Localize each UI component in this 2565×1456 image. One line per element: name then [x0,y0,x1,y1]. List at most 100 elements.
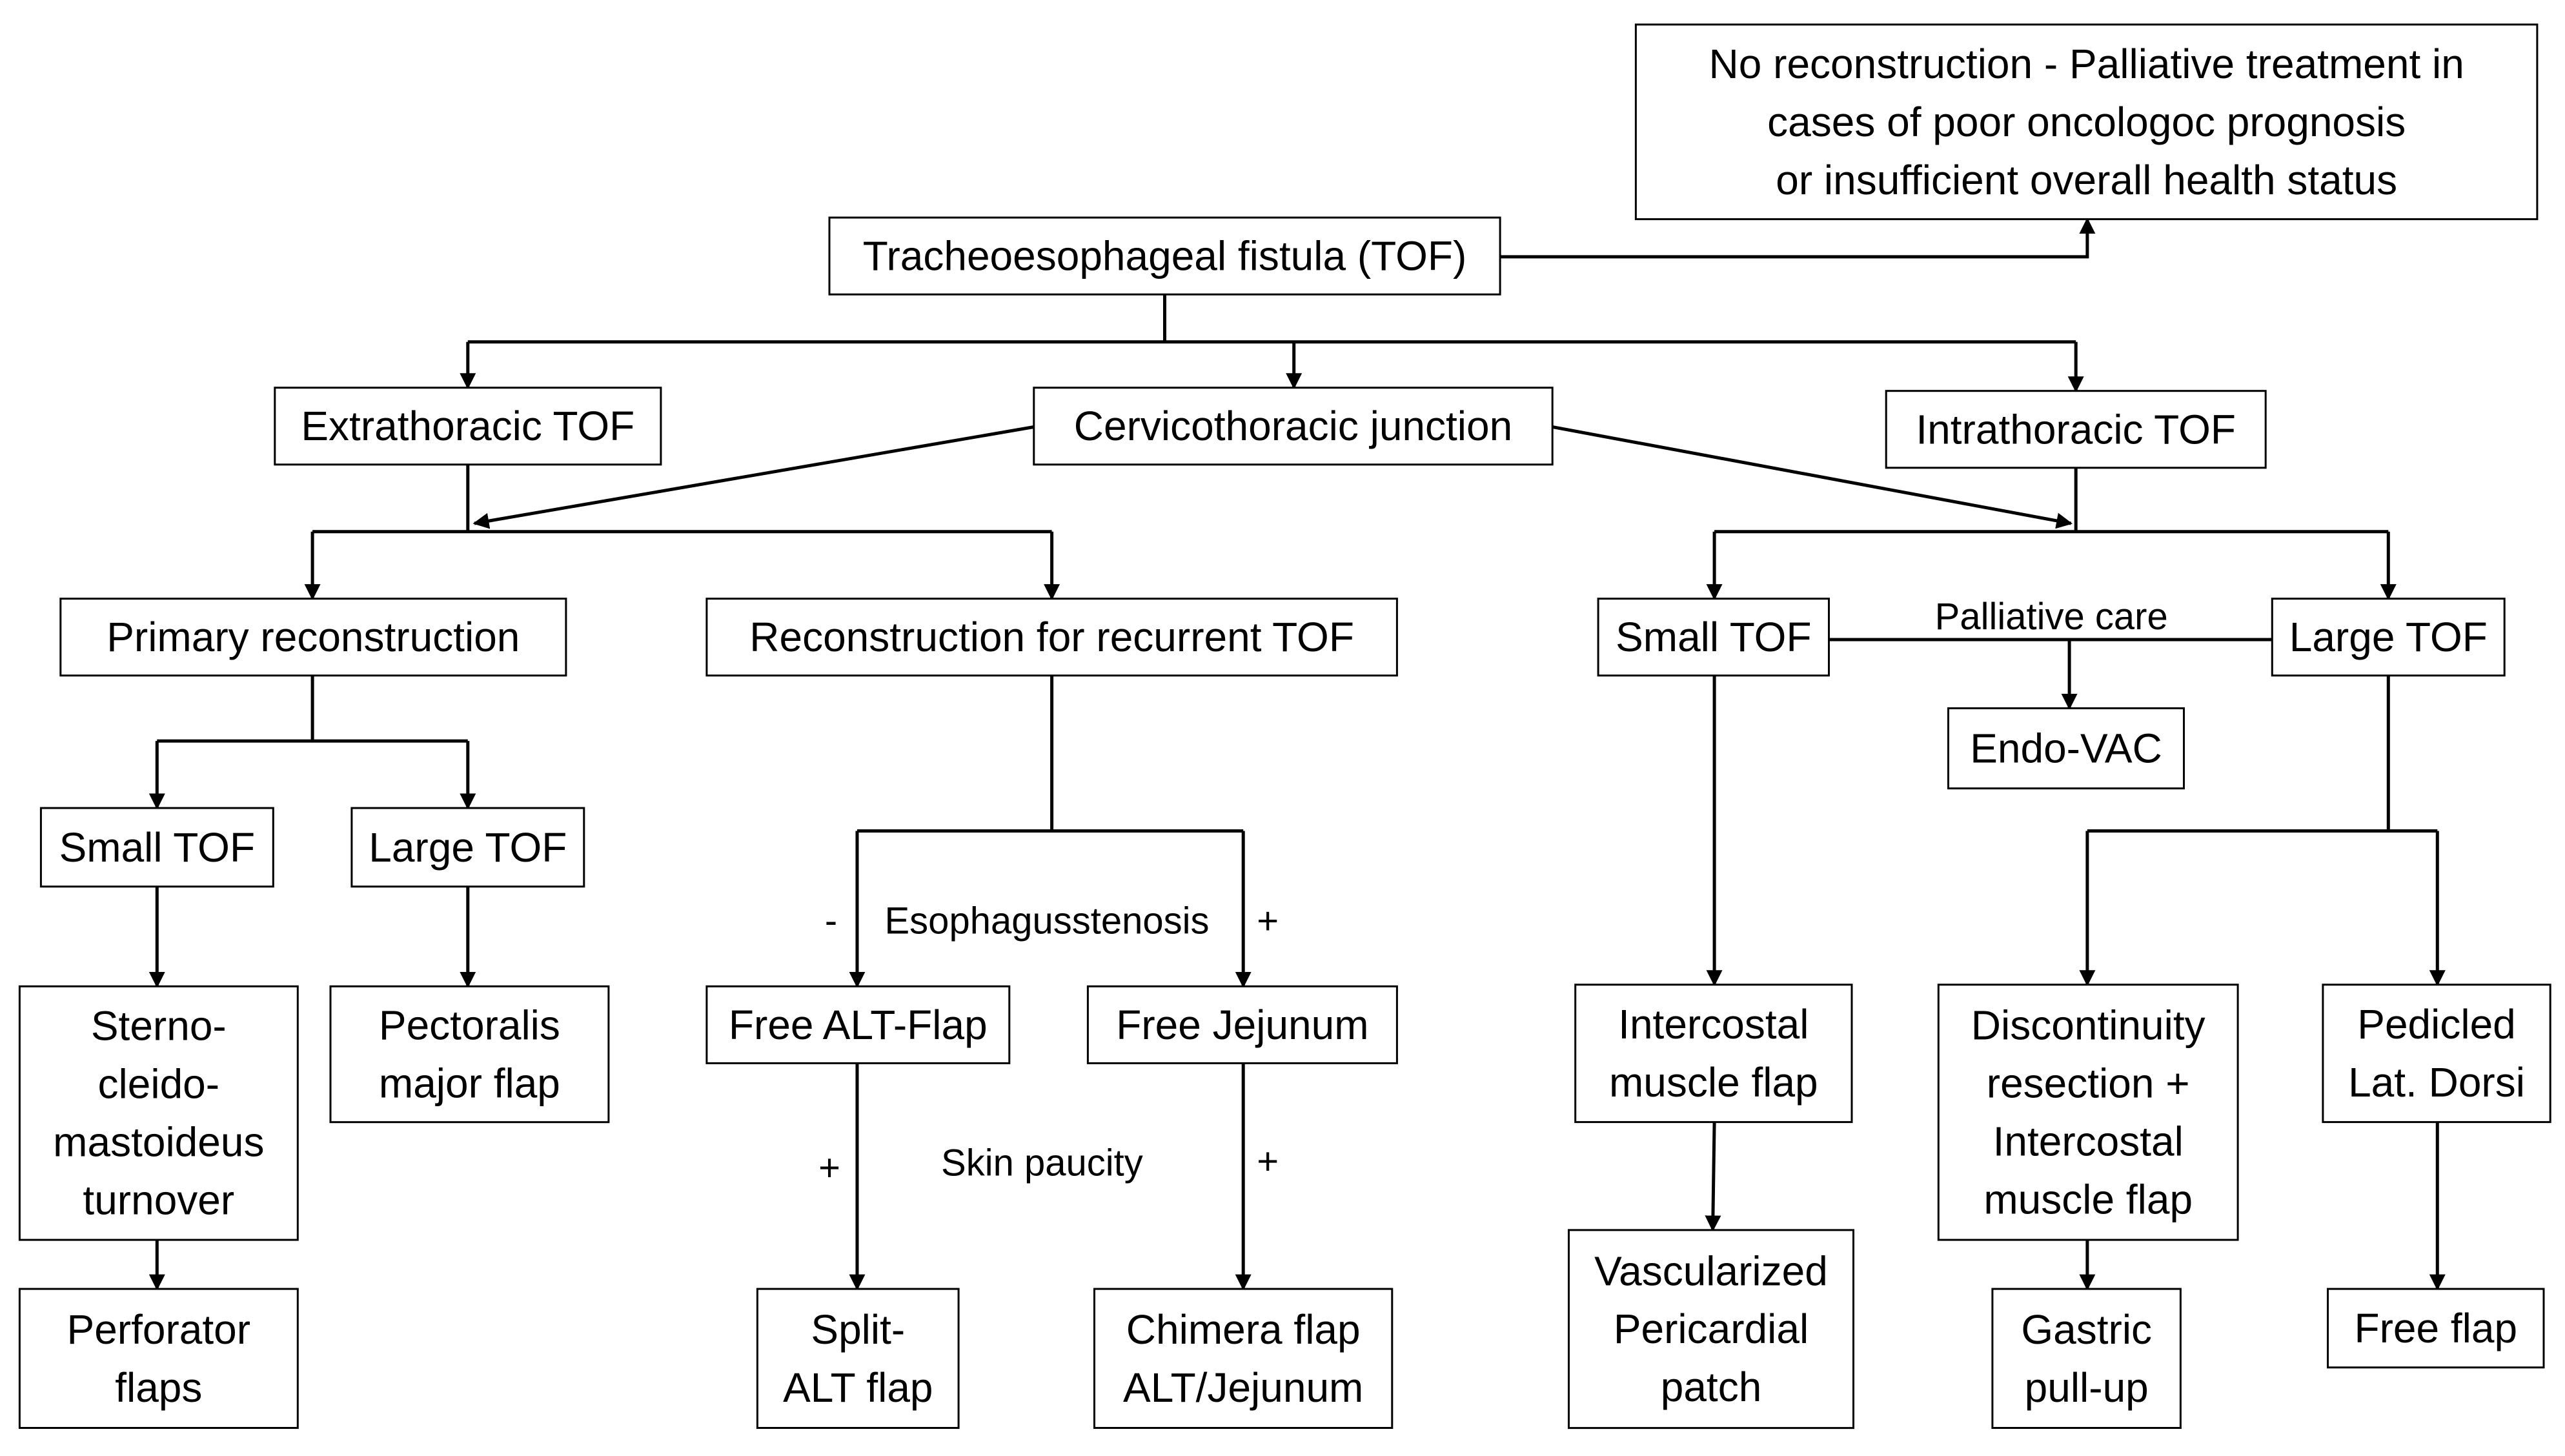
node-box [828,216,1501,296]
node-box [274,387,662,466]
node-text-line: Large TOF [2289,614,2488,660]
node-scm-turnover: Sterno-cleido-mastoideus turnover [18,985,299,1241]
node-free-jejunum: Free Jejunum [1086,985,1398,1064]
node-text-line: Cervicothoracic junction [1074,403,1512,449]
node-box [705,985,1011,1064]
node-text-line: mastoideus [53,1119,264,1166]
node-large-tof-right: Large TOF [2271,598,2506,677]
node-cervicothoracic: Cervicothoracic junction [1033,387,1554,466]
node-text-line: flaps [115,1364,202,1411]
node-pectoralis: Pectoralis major flap [329,985,610,1124]
node-text-line: Chimera flap [1126,1306,1361,1353]
arrow-connector [1705,1122,1721,1232]
node-text-line: Extrathoracic TOF [301,403,634,449]
node-box [2327,1288,2545,1369]
node-free-flap: Free flap [2327,1288,2545,1369]
edge-label-plus-alt: + [818,1147,840,1189]
node-text-line: Free Jejunum [1116,1002,1368,1048]
node-text-line: No reconstruction - Palliative treatment… [1709,41,2464,87]
edge-label-skin-paucity: Skin paucity [941,1142,1143,1184]
node-text-line: Small TOF [1616,614,1811,660]
node-text-line: cases of poor oncologoc prognosis [1767,99,2406,145]
node-box [1033,387,1554,466]
node-text-line: Primary reconstruction [106,614,520,660]
node-no-reconstruction: No reconstruction - Palliative treatment… [1634,23,2539,221]
node-box [705,598,1398,677]
node-free-alt: Free ALT-Flap [705,985,1011,1064]
node-primary-reconstruction: Primary reconstruction [59,598,567,677]
node-text-line: Tracheoesophageal fistula (TOF) [863,233,1467,279]
node-endo-vac: Endo-VAC [1947,707,2185,790]
node-text-line: Reconstruction for recurrent TOF [749,614,1354,660]
node-text-line: Pedicled [2357,1001,2516,1047]
node-gastric: Gastric pull-up [1991,1288,2182,1429]
connector-lines [148,217,2446,1291]
node-box [350,807,585,888]
edge-label-palliative-care: Palliative care [1935,596,2168,638]
node-box [1574,984,1853,1124]
node-text-line: pull-up [2025,1364,2149,1411]
node-box [39,807,274,888]
node-text-line: turnover [83,1177,234,1224]
arrow-connector [1552,425,2073,529]
node-text-line: Pectoralis [379,1002,560,1049]
node-box [1634,23,2539,221]
node-text-line: Free flap [2355,1305,2518,1351]
arrow-connector [472,425,1035,529]
node-intrathoracic: Intrathoracic TOF [1885,390,2267,469]
node-box [329,985,610,1124]
node-box [2322,984,2551,1124]
node-text-line: Intercostal [1993,1118,2184,1164]
node-tof: Tracheoesophageal fistula (TOF) [828,216,1501,296]
edge-label-esophagus-stenosis: Esophagusstenosis [885,900,1210,942]
node-box [1597,598,1830,677]
node-text-line: ALT/Jejunum [1123,1364,1363,1411]
node-box [756,1288,960,1429]
node-box [1991,1288,2182,1429]
node-text-line: Pericardial [1614,1306,1809,1352]
node-box [1093,1288,1394,1429]
node-large-tof-left: Large TOF [350,807,585,888]
node-recurrent-reconstruction: Reconstruction for recurrent TOF [705,598,1398,677]
node-text-line: Endo-VAC [1970,725,2162,772]
node-text-line: Small TOF [59,824,255,871]
node-split-alt: Split- ALT flap [756,1288,960,1429]
node-text-line: Split- [811,1306,905,1353]
node-text-line: cleido- [98,1061,220,1107]
node-small-tof-left: Small TOF [39,807,274,888]
node-small-tof-right: Small TOF [1597,598,1830,677]
node-box [18,985,299,1241]
node-extrathoracic: Extrathoracic TOF [274,387,662,466]
node-text-line: ALT flap [783,1364,933,1411]
arrow-connector [1500,217,2096,259]
node-text-line: major flap [379,1060,560,1106]
node-perforator: Perforator flaps [18,1288,299,1429]
node-box [1947,707,2185,790]
node-text-line: Intercostal [1618,1001,1809,1047]
node-box [1568,1229,1854,1430]
node-text-line: Perforator [67,1306,251,1353]
node-text-line: Lat. Dorsi [2348,1059,2525,1106]
edge-label-plus-jejunum: + [1257,1140,1279,1182]
diagram-boxes: No reconstruction - Palliative treatment… [18,23,2551,1430]
node-text-line: Gastric [2021,1306,2152,1353]
node-box [1885,390,2267,469]
node-text-line: Intrathoracic TOF [1916,406,2236,452]
node-text-line: patch [1661,1364,1762,1410]
node-text-line: Vascularized [1594,1248,1828,1294]
node-box [59,598,567,677]
node-box [2271,598,2506,677]
node-box [18,1288,299,1429]
node-text-line: Sterno- [91,1003,227,1049]
node-text-line: resection + [1987,1060,2190,1106]
node-box [1937,984,2239,1241]
node-text-line: Discontinuity [1971,1002,2205,1049]
node-text-line: Large TOF [369,824,567,871]
edge-label-plus-stenosis: + [1257,900,1279,942]
